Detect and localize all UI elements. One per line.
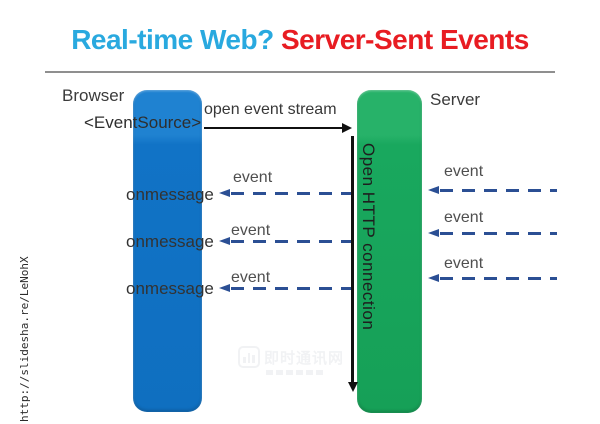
browser-label: Browser <box>62 86 125 105</box>
dashed-line <box>440 231 557 235</box>
event-arrow-left-3 <box>219 283 352 293</box>
watermark-logo-icon <box>238 346 260 368</box>
http-connection-line <box>347 136 358 392</box>
dashed-line <box>231 286 352 290</box>
arrow-down-icon <box>347 382 358 392</box>
onmessage-label-3: onmessage <box>126 279 214 298</box>
event-label-right-3: event <box>444 255 484 272</box>
event-arrow-left-1 <box>219 188 352 198</box>
watermark-row: 即时通讯网 <box>238 346 344 368</box>
open-http-connection-label: Open HTTP connection <box>359 143 378 331</box>
event-label-left-2: event <box>231 222 271 239</box>
watermark-text: 即时通讯网 <box>264 349 345 367</box>
event-label-right-2: event <box>444 209 484 226</box>
arrow-left-icon <box>428 274 439 282</box>
arrow-left-icon <box>219 284 230 292</box>
arrow-line <box>204 126 342 130</box>
dashed-line <box>440 276 557 280</box>
event-arrow-right-3 <box>428 273 557 283</box>
onmessage-label-1: onmessage <box>126 185 214 204</box>
slideshare-url: http://slidesha.re/LeNohX <box>18 256 31 422</box>
event-arrow-right-2 <box>428 228 557 238</box>
event-label-right-1: event <box>444 163 484 180</box>
open-event-stream-label: open event stream <box>204 101 337 118</box>
connection-line <box>351 136 354 382</box>
event-arrow-left-2 <box>219 236 352 246</box>
arrow-left-icon <box>428 229 439 237</box>
title-part-realtime-web: Real-time Web? <box>71 24 281 55</box>
title-divider <box>45 71 555 73</box>
event-label-left-1: event <box>233 169 273 186</box>
dashed-line <box>440 188 557 192</box>
page-title: Real-time Web? Server-Sent Events <box>0 24 600 56</box>
dashed-line <box>231 191 352 195</box>
browser-lifeline-bar <box>133 90 202 412</box>
watermark: 即时通讯网 <box>238 346 344 375</box>
arrow-left-icon <box>428 186 439 194</box>
title-part-server-sent-events: Server-Sent Events <box>281 24 529 55</box>
arrow-left-icon <box>219 189 230 197</box>
arrow-right-icon <box>342 123 352 133</box>
server-label: Server <box>430 90 481 109</box>
server-lifeline-bar <box>357 90 422 413</box>
arrow-left-icon <box>219 237 230 245</box>
event-label-left-3: event <box>231 269 271 286</box>
open-event-stream-arrow <box>204 122 352 134</box>
event-arrow-right-1 <box>428 185 557 195</box>
dashed-line <box>231 239 352 243</box>
onmessage-label-2: onmessage <box>126 232 214 251</box>
eventsource-label: <EventSource> <box>84 113 202 132</box>
watermark-subtext-blocks <box>266 370 344 375</box>
